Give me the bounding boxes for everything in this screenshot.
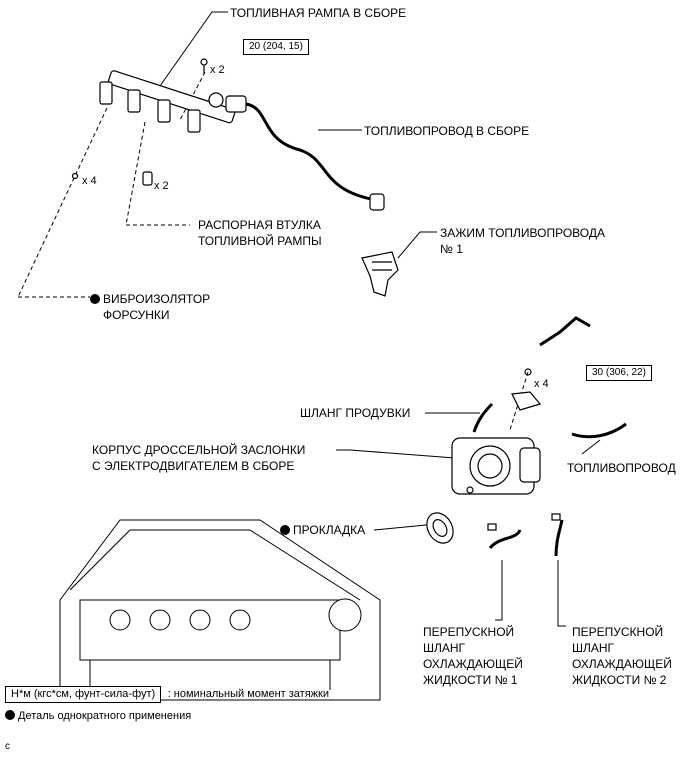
- non-reusable-dot-icon: [90, 294, 100, 304]
- rail-bolt-part: [200, 58, 208, 74]
- gasket-part: [426, 512, 454, 544]
- figure-code: c: [5, 741, 10, 752]
- legend-non-reusable: Деталь однократного применения: [5, 710, 191, 722]
- engine-block-sketch: [59, 519, 381, 701]
- leader-throttle-body: [336, 449, 456, 459]
- qty-insulators: x 4: [82, 175, 97, 187]
- label-bypass2-line4: ЖИДКОСТИ № 2: [572, 673, 667, 687]
- rail-spacer-part: [142, 171, 153, 186]
- torque-rail-bolts: 20 (204, 15): [243, 39, 309, 55]
- bypass-hose-parts: [487, 513, 564, 557]
- label-bypass2-line3: ОХЛАЖДАЮЩЕЙ: [572, 657, 672, 671]
- fuel-pipe-part: [571, 422, 627, 439]
- leader-fuel-rail: [159, 11, 228, 87]
- fuel-rail-assembly: [99, 70, 385, 211]
- label-bypass-2: ПЕРЕПУСКНОЙ ШЛАНГ ОХЛАЖДАЮЩЕЙ ЖИДКОСТИ №…: [572, 624, 672, 688]
- label-fuel-pipe-assy: ТОПЛИВОПРОВОД В СБОРЕ: [364, 124, 530, 138]
- label-bypass-1: ПЕРЕПУСКНОЙ ШЛАНГ ОХЛАЖДАЮЩЕЙ ЖИДКОСТИ №…: [423, 624, 523, 688]
- legend-units-text: : номинальный момент затяжки: [167, 688, 329, 700]
- throttle-bracket: [511, 316, 591, 411]
- leader-bypass-1: [495, 560, 503, 621]
- label-clamp-line2: № 1: [440, 242, 463, 256]
- label-bypass1-line3: ОХЛАЖДАЮЩЕЙ: [423, 657, 523, 671]
- guide-spacer: [125, 121, 146, 226]
- legend-non-reusable-text: Деталь однократного применения: [18, 710, 192, 722]
- label-spacer-line1: РАСПОРНАЯ ВТУЛКА: [198, 218, 321, 232]
- purge-hose-part: [472, 402, 494, 433]
- label-bypass1-line2: ШЛАНГ: [423, 641, 466, 655]
- label-bypass2-line1: ПЕРЕПУСКНОЙ: [572, 625, 664, 639]
- legend-units: Н*м (кгс*см, фунт-сила-фут) : номинальны…: [5, 684, 329, 703]
- non-reusable-dot-icon: [5, 710, 15, 720]
- label-insulator: ВИБРОИЗОЛЯТОР ФОРСУНКИ: [90, 291, 210, 323]
- label-fuel-pipe: ТОПЛИВОПРОВОД: [567, 461, 676, 475]
- label-gasket-text: ПРОКЛАДКА: [293, 523, 366, 537]
- label-bypass1-line4: ЖИДКОСТИ № 1: [423, 673, 518, 687]
- label-spacer-line2: ТОПЛИВНОЙ РАМПЫ: [198, 234, 322, 248]
- legend-units-box: Н*м (кгс*см, фунт-сила-фут): [5, 686, 162, 703]
- label-spacer: РАСПОРНАЯ ВТУЛКА ТОПЛИВНОЙ РАМПЫ: [198, 217, 322, 249]
- injector-insulator-part: [71, 172, 79, 180]
- label-insulator-line1: ВИБРОИЗОЛЯТОР: [103, 292, 211, 306]
- throttle-body: [451, 437, 541, 495]
- guide-rail-bolt: [179, 71, 206, 121]
- qty-spacers: x 2: [154, 180, 169, 192]
- qty-throttle-bolts: x 4: [534, 378, 549, 390]
- leader-fuel-pipe: [581, 439, 601, 455]
- label-throttle-body: КОРПУС ДРОССЕЛЬНОЙ ЗАСЛОНКИ С ЭЛЕКТРОДВИ…: [92, 442, 305, 474]
- label-insulator-line2: ФОРСУНКИ: [103, 308, 170, 322]
- label-bypass1-line1: ПЕРЕПУСКНОЙ: [423, 625, 515, 639]
- leader-gasket: [373, 523, 437, 531]
- label-clamp-line1: ЗАЖИМ ТОПЛИВОПРОВОДА: [440, 226, 605, 240]
- label-throttle-line2: С ЭЛЕКТРОДВИГАТЕЛЕМ В СБОРЕ: [92, 459, 295, 473]
- leader-clamp: [397, 231, 437, 259]
- label-throttle-line1: КОРПУС ДРОССЕЛЬНОЙ ЗАСЛОНКИ: [92, 443, 306, 457]
- torque-throttle-bolts: 30 (306, 22): [586, 365, 652, 381]
- label-purge-hose: ШЛАНГ ПРОДУВКИ: [300, 406, 411, 420]
- label-bypass2-line2: ШЛАНГ: [572, 641, 615, 655]
- qty-rail-bolts: x 2: [210, 64, 225, 76]
- fuel-pipe-clamp: [361, 251, 399, 297]
- label-gasket: ПРОКЛАДКА: [280, 523, 365, 537]
- guide-injector: [17, 107, 108, 298]
- leader-bypass-2: [557, 560, 566, 627]
- label-fuel-rail: ТОПЛИВНАЯ РАМПА В СБОРЕ: [230, 6, 407, 20]
- label-clamp: ЗАЖИМ ТОПЛИВОПРОВОДА № 1: [440, 225, 605, 257]
- non-reusable-dot-icon: [280, 525, 290, 535]
